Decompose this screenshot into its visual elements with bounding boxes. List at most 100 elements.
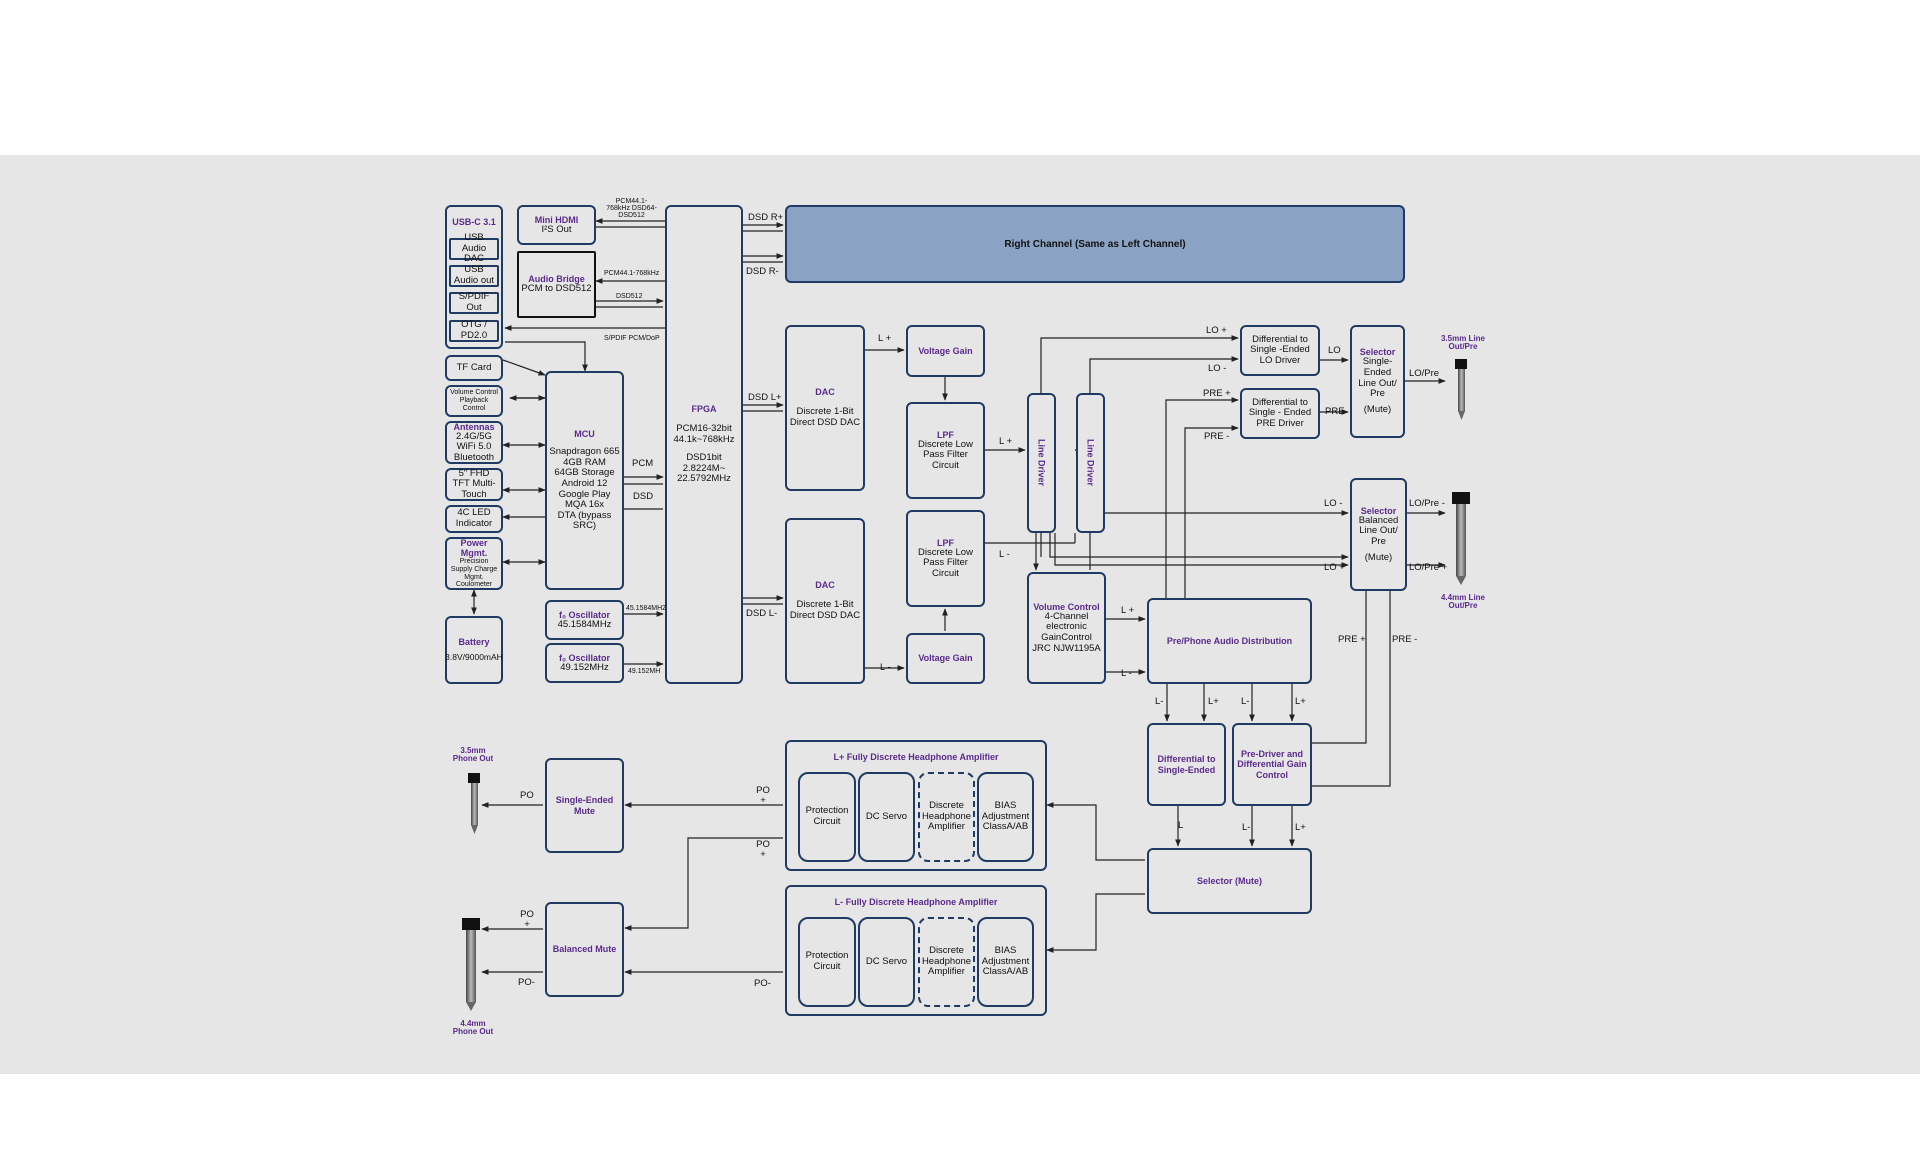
selector-se-line: Single-Ended <box>1362 356 1393 379</box>
diff-pre-driver-block: Differential to Single - Ended PRE Drive… <box>1240 388 1320 439</box>
amp-top-title: L+ Fully Discrete Headphone Amplifier <box>833 752 999 762</box>
audio-bridge-title: Audio Bridge <box>528 274 585 285</box>
signal-po-minus-bottom: PO- <box>754 978 771 989</box>
discrete-amp-top-block: Discrete Headphone Amplifier <box>918 772 975 862</box>
signal-pre-plus-bottom: PRE + <box>1338 634 1366 645</box>
oscillator-1-title: f₀ Oscillator <box>558 609 611 620</box>
power-text: Precision Supply Charge Mgmt. Coulometer <box>450 557 498 589</box>
dc-servo-top-block: DC Servo <box>858 772 915 862</box>
signal-po-plus-mid: PO + <box>756 839 770 860</box>
jack-lo35-label: 3.5mm Line Out/Pre <box>1440 334 1485 351</box>
signal-po-plus-left: PO + <box>520 909 534 930</box>
signal-hdmi: PCM44.1-768kHz DSD64-DSD512 <box>606 198 657 219</box>
signal-l: L <box>1178 820 1184 831</box>
antennas-text: 2.4G/5G WiFi 5.0 Bluetooth <box>453 430 495 463</box>
signal-l-plus-dac: L + <box>878 333 892 344</box>
pre-phone-block: Pre/Phone Audio Distribution <box>1147 598 1312 684</box>
signal-po: PO <box>520 790 534 801</box>
signal-l-minus-2: L- <box>1241 696 1250 707</box>
selector-bal-line: Line Out/ Pre <box>1359 525 1398 548</box>
dac-top-text: Discrete 1-Bit Direct DSD DAC <box>789 406 861 429</box>
battery-block: Battery 3.8V/9000mAH <box>445 616 503 684</box>
line-driver-1-block: Line Driver <box>1027 393 1056 533</box>
se-mute-title: Single-Ended Mute <box>555 795 614 816</box>
signal-lo: LO <box>1328 345 1341 356</box>
signal-lo-plus-right: LO + <box>1324 562 1345 573</box>
mcu-line: Android 12 <box>561 477 608 489</box>
lpf-bottom-text: Discrete Low Pass Filter Circuit <box>918 546 973 579</box>
fpga-line: DSD1bit <box>686 452 722 464</box>
protection-top-block: Protection Circuit <box>798 772 856 862</box>
signal-l-plus-3: L+ <box>1295 822 1306 833</box>
mcu-title: MCU <box>574 428 595 439</box>
signal-po-minus-left: PO- <box>518 977 535 988</box>
selector-bal-line: Balanced <box>1358 514 1399 526</box>
bias-bottom-block: BIAS Adjustment ClassA/AB <box>977 917 1034 1007</box>
otg-block: OTG / PD2.0 <box>449 319 499 342</box>
led-label: 4C LED Indicator <box>455 507 493 529</box>
lpf-bottom-title: LPF <box>937 537 954 548</box>
signal-pre-minus-top: PRE - <box>1204 431 1230 442</box>
line-driver-2-label: Line Driver <box>1085 439 1096 487</box>
signal-l-plus-2: L+ <box>1295 696 1306 707</box>
mini-hdmi-text: I²S Out <box>541 223 572 235</box>
signal-l-minus-dac: L - <box>880 662 891 673</box>
led-block: 4C LED Indicator <box>445 505 503 533</box>
mcu-line: MQA 16x <box>564 499 605 511</box>
signal-lo-minus-right: LO - <box>1324 498 1343 509</box>
mcu-line: 4GB RAM <box>563 456 606 468</box>
bias-top-block: BIAS Adjustment ClassA/AB <box>977 772 1034 862</box>
volume-control-block: Volume Control Playback Control <box>445 385 503 417</box>
signal-dsd-r-minus: DSD R- <box>746 266 779 277</box>
oscillator-1-text: 45.1584MHz <box>557 618 612 630</box>
selector-mute-block: Selector (Mute) <box>1147 848 1312 914</box>
signal-lo-plus: LO + <box>1206 325 1227 336</box>
signal-l-minus-1: L- <box>1155 696 1164 707</box>
discrete-amp-bottom-block: Discrete Headphone Amplifier <box>918 917 975 1007</box>
fpga-line: PCM16-32bit <box>676 422 732 434</box>
signal-l-minus-3: L- <box>1242 822 1251 833</box>
spdif-out-label: S/PDIF Out <box>458 291 490 313</box>
diff-lo-driver-block: Differential to Single -Ended LO Driver <box>1240 325 1320 376</box>
fpga-title: FPGA <box>691 403 717 414</box>
mini-hdmi-block: Mini HDMI I²S Out <box>517 205 596 245</box>
dac-bottom-title: DAC <box>815 580 835 591</box>
signal-dsd: DSD <box>633 491 654 502</box>
signal-po-plus-top: PO + <box>756 785 770 806</box>
otg-label: OTG / PD2.0 <box>460 319 488 341</box>
right-channel-block: Right Channel (Same as Left Channel) <box>785 205 1405 283</box>
bal-mute-title: Balanced Mute <box>552 944 617 955</box>
signal-bridge-pcm: PCM44.1-768kHz <box>604 270 660 277</box>
dac-bottom-text: Discrete 1-Bit Direct DSD DAC <box>789 599 861 622</box>
signal-dsd-l-plus: DSD L+ <box>748 392 782 403</box>
signal-pcm: PCM <box>632 458 654 469</box>
oscillator-1-block: f₀ Oscillator 45.1584MHz <box>545 600 624 640</box>
volume-control-ic-text: 4-Channel electronic GainControl JRC NJW… <box>1032 610 1101 654</box>
se-mute-block: Single-Ended Mute <box>545 758 624 853</box>
pre-phone-title: Pre/Phone Audio Distribution <box>1166 635 1293 646</box>
signal-osc2: 49.152MH <box>628 668 661 675</box>
voltage-gain-top-title: Voltage Gain <box>918 345 973 356</box>
amp-bottom-title: L- Fully Discrete Headphone Amplifier <box>834 897 998 907</box>
fpga-line: 2.8224M~ <box>682 462 726 474</box>
mcu-line: Snapdragon 665 <box>549 446 620 458</box>
antennas-title: Antennas <box>453 421 495 432</box>
usb-audio-out-label: USB Audio out <box>453 264 495 286</box>
tf-card-block: TF Card <box>445 355 503 381</box>
signal-l-plus-lpf: L + <box>999 436 1013 447</box>
bias-top-label: BIAS Adjustment ClassA/AB <box>981 800 1030 833</box>
discrete-amp-top-label: Discrete Headphone Amplifier <box>921 800 972 833</box>
signal-dsd-l-minus: DSD L- <box>746 608 778 619</box>
signal-lo-minus: LO - <box>1208 363 1227 374</box>
lpf-bottom-block: LPF Discrete Low Pass Filter Circuit <box>906 510 985 607</box>
volume-control-ic-block: Volume Control 4-Channel electronic Gain… <box>1027 572 1106 684</box>
power-block: Power Mgmt. Precision Supply Charge Mgmt… <box>445 537 503 590</box>
bias-bottom-label: BIAS Adjustment ClassA/AB <box>981 945 1030 978</box>
fpga-line: 44.1k~768kHz <box>673 433 735 445</box>
line-driver-2-block: Line Driver <box>1076 393 1105 533</box>
spdif-out-block: S/PDIF Out <box>449 291 499 314</box>
mcu-line: 64GB Storage <box>554 467 615 479</box>
signal-l-plus-1: L+ <box>1208 696 1219 707</box>
signal-l-minus-vc: L - <box>1121 668 1132 679</box>
